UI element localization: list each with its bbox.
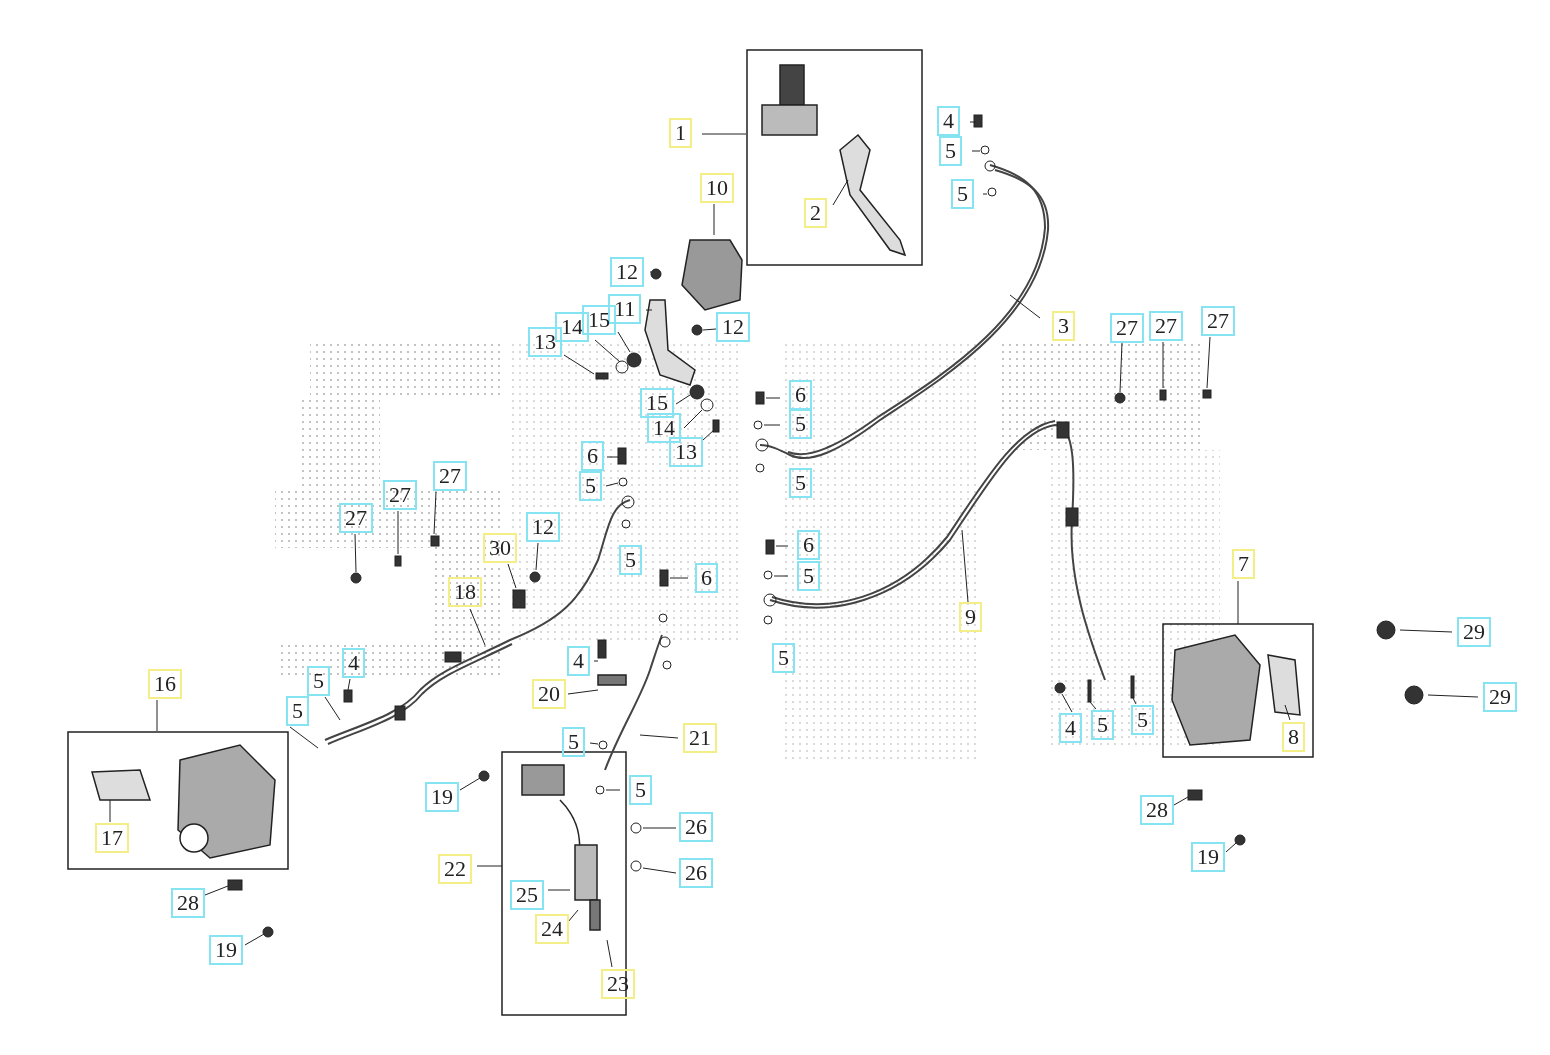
callout-number: 20 xyxy=(532,679,566,709)
callout-number: 22 xyxy=(438,854,472,884)
part-frames xyxy=(68,50,1313,1015)
callout-number: 3 xyxy=(1052,311,1075,341)
callout-number: 19 xyxy=(425,782,459,812)
callout-number: 4 xyxy=(1059,713,1082,743)
callout-number: 18 xyxy=(448,577,482,607)
callout-number: 19 xyxy=(1191,842,1225,872)
callout-number: 6 xyxy=(789,380,812,410)
callout-number: 27 xyxy=(433,461,467,491)
callout-number: 5 xyxy=(579,471,602,501)
callout-number: 1 xyxy=(669,118,692,148)
callout-number: 11 xyxy=(608,294,641,324)
callout-number: 5 xyxy=(307,666,330,696)
callout-number: 24 xyxy=(535,914,569,944)
callout-number: 17 xyxy=(95,823,129,853)
callout-number: 5 xyxy=(619,545,642,575)
callout-number: 6 xyxy=(581,441,604,471)
callout-number: 28 xyxy=(1140,795,1174,825)
callout-number: 4 xyxy=(937,106,960,136)
callout-number: 5 xyxy=(562,727,585,757)
calipers xyxy=(92,635,1300,858)
callout-number: 23 xyxy=(601,969,635,999)
callout-number: 7 xyxy=(1232,549,1255,579)
callout-number: 26 xyxy=(679,858,713,888)
callout-number: 10 xyxy=(700,173,734,203)
callout-number: 4 xyxy=(567,646,590,676)
callout-number: 25 xyxy=(510,880,544,910)
callout-number: 5 xyxy=(789,409,812,439)
callout-number: 19 xyxy=(209,935,243,965)
callout-number: 27 xyxy=(1201,306,1235,336)
dotted-watermark xyxy=(275,340,1220,760)
callout-number: 12 xyxy=(610,257,644,287)
callout-number: 27 xyxy=(1149,311,1183,341)
callout-number: 12 xyxy=(716,312,750,342)
callout-number: 27 xyxy=(339,503,373,533)
callout-number: 28 xyxy=(171,888,205,918)
callout-number: 5 xyxy=(939,136,962,166)
callout-number: 12 xyxy=(526,512,560,542)
callout-number: 27 xyxy=(383,480,417,510)
callout-number: 27 xyxy=(1110,313,1144,343)
brake-hoses xyxy=(325,165,1105,770)
callout-number: 15 xyxy=(582,305,616,335)
callout-number: 16 xyxy=(148,669,182,699)
callout-number: 4 xyxy=(342,648,365,678)
callout-number: 5 xyxy=(1091,710,1114,740)
small-hardware xyxy=(228,115,1423,937)
callout-number: 5 xyxy=(951,179,974,209)
callout-number: 26 xyxy=(679,812,713,842)
callout-number: 5 xyxy=(629,775,652,805)
callout-number: 8 xyxy=(1282,722,1305,752)
callout-number: 5 xyxy=(772,643,795,673)
callout-number: 30 xyxy=(483,533,517,563)
callout-number: 5 xyxy=(797,561,820,591)
callout-number: 6 xyxy=(695,563,718,593)
callout-number: 21 xyxy=(683,723,717,753)
callout-number: 5 xyxy=(1131,705,1154,735)
callout-number: 13 xyxy=(669,437,703,467)
callout-number: 9 xyxy=(959,602,982,632)
master-cylinder xyxy=(762,65,905,255)
callout-number: 5 xyxy=(789,468,812,498)
callout-number: 5 xyxy=(286,696,309,726)
callout-number: 6 xyxy=(797,530,820,560)
callout-number: 29 xyxy=(1483,682,1517,712)
callout-number: 29 xyxy=(1457,617,1491,647)
callout-number: 2 xyxy=(804,198,827,228)
leader-lines xyxy=(110,122,1478,967)
